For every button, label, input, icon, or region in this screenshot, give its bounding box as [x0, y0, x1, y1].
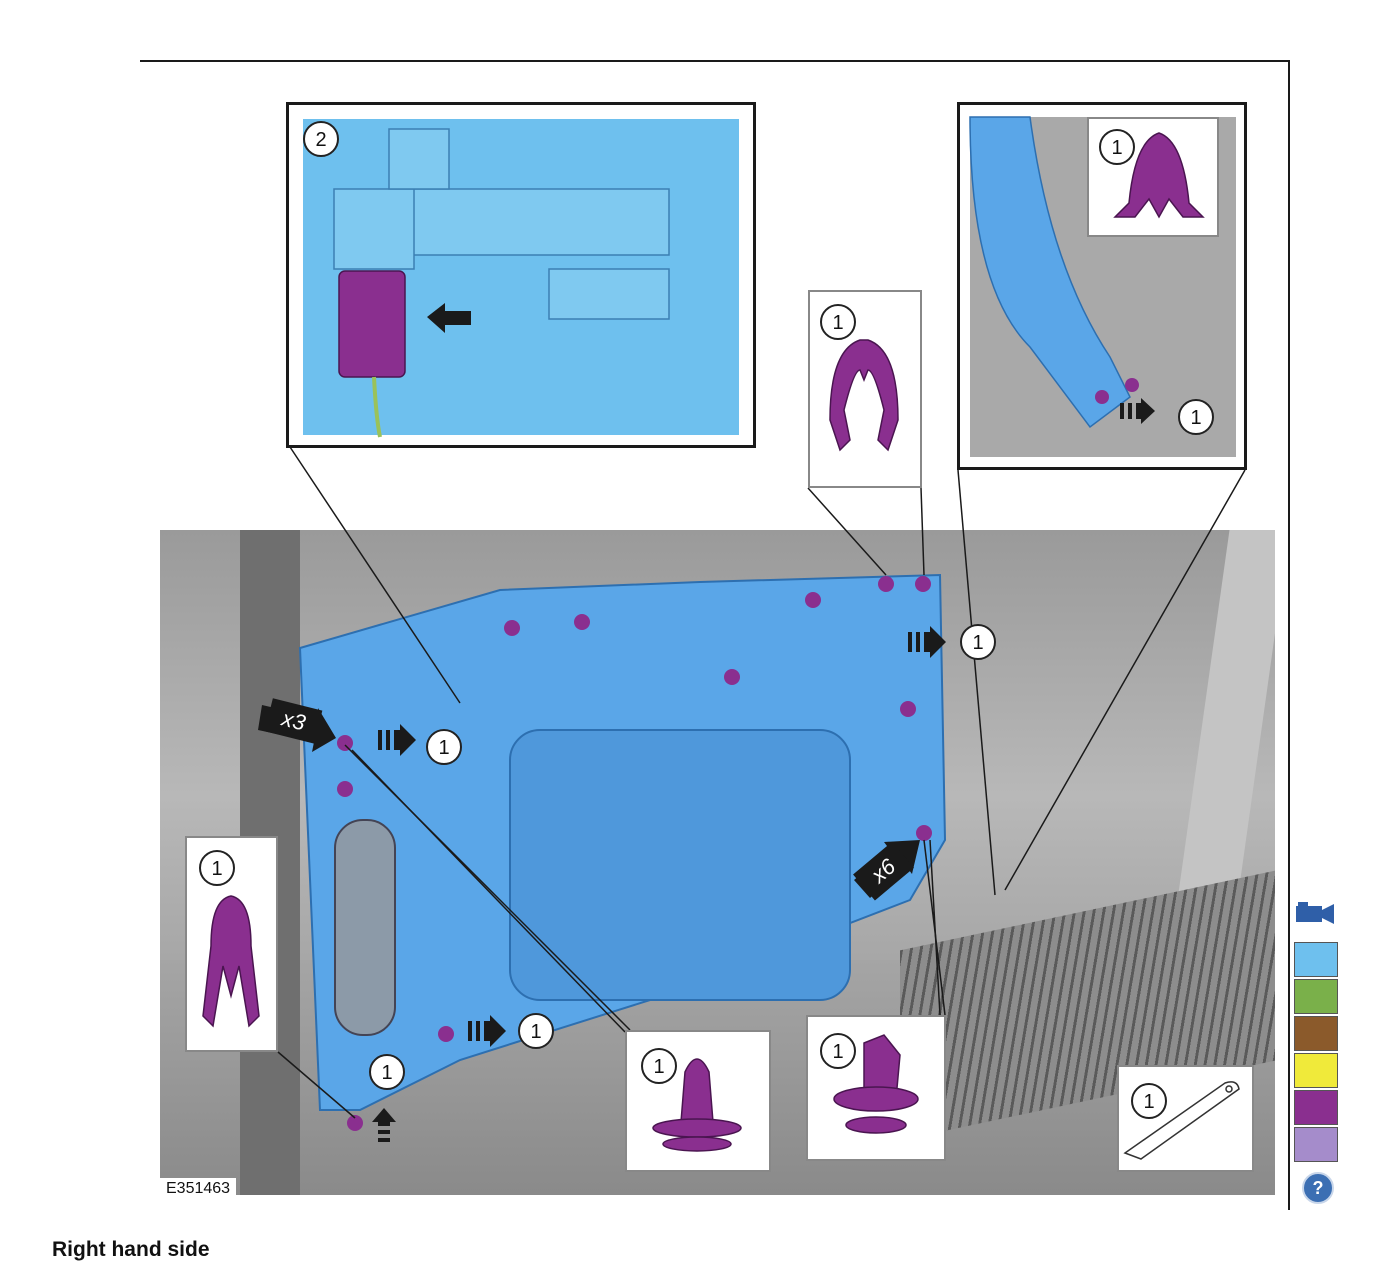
inset-retainer-clip: 1 — [806, 1015, 946, 1161]
clip-locations — [337, 576, 932, 1131]
callout-1: 1 — [960, 624, 996, 660]
trim-tool-illustration — [1123, 1081, 1240, 1160]
pull-arrow — [378, 724, 416, 756]
inset-clip-top-right: 1 — [1087, 117, 1219, 237]
legend-swatch-blue — [1294, 942, 1338, 977]
video-camera-icon[interactable] — [1294, 900, 1338, 928]
clip-dot — [337, 781, 353, 797]
clip-dot — [724, 669, 740, 685]
color-legend: ? — [1294, 900, 1342, 1204]
clip-dot — [438, 1026, 454, 1042]
legend-swatch-purple — [1294, 1090, 1338, 1125]
frame-top-rule — [140, 60, 1290, 62]
help-icon[interactable]: ? — [1302, 1172, 1334, 1204]
clip-dot — [878, 576, 894, 592]
clip-illustration — [1113, 132, 1205, 219]
clip-dot — [337, 735, 353, 751]
callout-1: 1 — [369, 1054, 405, 1090]
callout-1: 1 — [1131, 1083, 1167, 1119]
pushpin-illustration — [652, 1058, 742, 1152]
clip-dot — [504, 620, 520, 636]
inset-trim-tool: 1 — [1117, 1065, 1254, 1172]
callout-1: 1 — [641, 1048, 677, 1084]
inset-upper-pillar-detail: 1 1 — [957, 102, 1247, 470]
frame-right-rule — [1288, 60, 1290, 1210]
leader-lines — [277, 446, 1246, 1119]
inset-connector-detail: 2 — [286, 102, 756, 448]
callout-1: 1 — [1099, 129, 1135, 165]
pull-arrow-up — [372, 1108, 396, 1142]
callout-1: 1 — [199, 850, 235, 886]
clip-dot — [900, 701, 916, 717]
panel-handle-recess — [334, 819, 396, 1036]
clip-dot — [347, 1115, 363, 1131]
callout-2: 2 — [303, 121, 339, 157]
pull-arrow — [908, 626, 946, 658]
inset-pushpin-clip: 1 — [625, 1030, 771, 1172]
clip-illustration — [202, 895, 260, 1028]
panel-pocket — [509, 729, 851, 1001]
inset-clip-lower-left: 1 — [185, 836, 278, 1052]
clip-dot — [805, 592, 821, 608]
pull-arrow — [468, 1015, 506, 1047]
clip-dot — [574, 614, 590, 630]
figure-id: E351463 — [160, 1178, 237, 1200]
callout-1: 1 — [1178, 399, 1214, 435]
callout-1: 1 — [426, 729, 462, 765]
inset-clip-top: 1 — [808, 290, 922, 488]
clip-dot — [915, 576, 931, 592]
connector-illustration — [303, 119, 739, 438]
callout-1: 1 — [518, 1013, 554, 1049]
legend-swatch-green — [1294, 979, 1338, 1014]
legend-swatch-yellow — [1294, 1053, 1338, 1088]
retainer-illustration — [833, 1034, 919, 1134]
legend-swatch-lavender — [1294, 1127, 1338, 1162]
callout-1: 1 — [820, 1033, 856, 1069]
callout-1: 1 — [820, 304, 856, 340]
section-caption: Right hand side — [52, 1238, 210, 1261]
legend-swatch-brown — [1294, 1016, 1338, 1051]
push-arrow — [427, 303, 471, 333]
clip-illustration — [829, 339, 899, 452]
clip-dot — [916, 825, 932, 841]
